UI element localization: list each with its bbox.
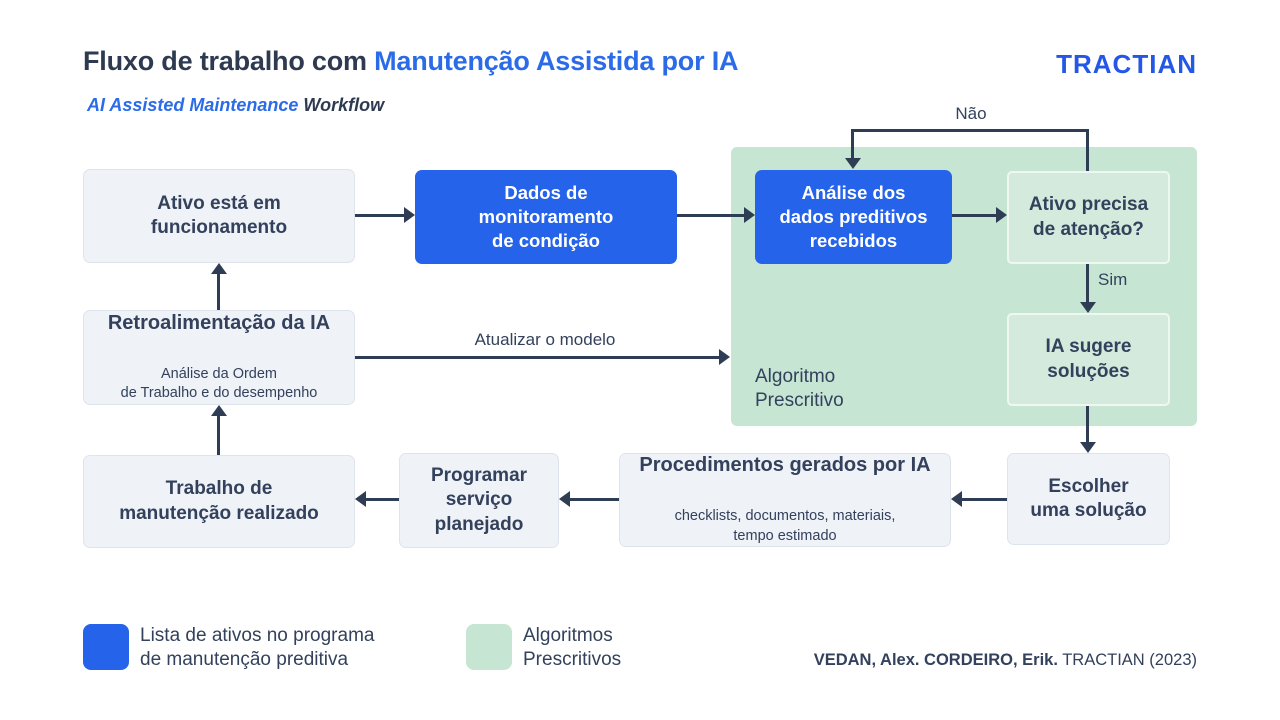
tractian-logo: TRACTIAN	[1056, 49, 1197, 79]
node-ativo-precisa-atencao: Ativo precisa de atenção?	[1007, 171, 1170, 264]
node-label: IA sugere soluções	[1045, 336, 1132, 382]
node-subtitle: checklists, documentos, materiais, tempo…	[674, 508, 896, 544]
arrow-ativo-to-dados	[355, 214, 404, 217]
region-label-algoritmo-prescritivo: Algoritmo Prescritivo	[755, 366, 844, 411]
edge-label-sim: Sim	[1098, 270, 1128, 289]
node-label: Dados de monitoramento de condição	[478, 182, 614, 251]
arrow-dados-to-analise	[677, 214, 744, 217]
edge-label-atualizar-modelo: Atualizar o modelo	[474, 330, 616, 349]
arrowhead-right-icon	[719, 349, 730, 365]
node-label: Ativo precisa de atenção?	[1028, 194, 1149, 240]
node-label: Ativo está em funcionamento	[150, 192, 288, 238]
node-subtitle: Análise da Ordem de Trabalho e do desemp…	[120, 365, 318, 402]
credit-source: TRACTIAN (2023)	[1057, 651, 1197, 669]
arrowhead-down-icon	[1080, 442, 1096, 453]
arrowhead-up-icon	[211, 405, 227, 416]
arrow-nao-top-segment	[851, 129, 1089, 132]
arrow-precisa-to-sugere	[1086, 264, 1089, 302]
credit-authors: VEDAN, Alex. CORDEIRO, Erik.	[813, 651, 1058, 669]
legend-label-algoritmos-prescritivos: Algoritmos Prescritivos	[523, 625, 622, 670]
node-escolher-solucao: Escolher uma solução	[1007, 453, 1170, 545]
node-ativo-em-funcionamento: Ativo está em funcionamento	[83, 169, 355, 263]
node-programar-servico: Programar serviço planejado	[399, 453, 559, 548]
arrow-retro-to-algoritmo	[355, 356, 719, 359]
legend-label-lista-ativos: Lista de ativos no programa de manutençã…	[140, 625, 375, 670]
node-label: Escolher uma solução	[1030, 475, 1147, 521]
arrow-sugere-to-escolher	[1086, 406, 1089, 442]
arrow-procedimentos-to-programar	[570, 498, 619, 501]
credit-text: VEDAN, Alex. CORDEIRO, Erik. TRACTIAN (2…	[700, 651, 1197, 670]
arrowhead-left-icon	[355, 491, 366, 507]
arrow-programar-to-trabalho	[366, 498, 399, 501]
node-title: Retroalimentação da IA	[107, 311, 331, 334]
arrowhead-down-icon	[1080, 302, 1096, 313]
arrow-analise-to-precisa	[952, 214, 996, 217]
arrow-nao-down-segment	[851, 129, 854, 159]
node-trabalho-manutencao: Trabalho de manutenção realizado	[83, 455, 355, 548]
arrow-retro-to-ativo	[217, 274, 220, 310]
arrowhead-right-icon	[996, 207, 1007, 223]
node-ia-sugere-solucoes: IA sugere soluções	[1007, 313, 1170, 406]
arrowhead-left-icon	[951, 491, 962, 507]
node-retroalimentacao-ia: Retroalimentação da IA Análise da Ordem …	[83, 310, 355, 405]
node-analise-dados-preditivos: Análise dos dados preditivos recebidos	[755, 170, 952, 264]
arrow-escolher-to-procedimentos	[962, 498, 1007, 501]
page-title-dark: Fluxo de trabalho com	[83, 46, 375, 76]
arrowhead-right-icon	[744, 207, 755, 223]
legend-swatch-green	[466, 624, 512, 670]
node-label: Trabalho de manutenção realizado	[119, 478, 319, 524]
node-label: Análise dos dados preditivos recebidos	[779, 182, 928, 251]
arrow-trabalho-to-retro	[217, 416, 220, 455]
page-subtitle-blue: AI Assisted Maintenance	[87, 95, 304, 115]
arrowhead-down-icon	[845, 158, 861, 169]
node-title: Procedimentos gerados por IA	[639, 454, 931, 477]
arrowhead-left-icon	[559, 491, 570, 507]
page-title-blue: Manutenção Assistida por IA	[374, 46, 739, 76]
page-subtitle-dark: Workflow	[303, 95, 385, 115]
node-dados-monitoramento: Dados de monitoramento de condição	[415, 170, 677, 264]
edge-label-nao: Não	[955, 104, 987, 123]
legend-swatch-blue	[83, 624, 129, 670]
arrowhead-up-icon	[211, 263, 227, 274]
page-subtitle: AI Assisted Maintenance Workflow	[87, 95, 384, 116]
arrowhead-right-icon	[404, 207, 415, 223]
node-label: Programar serviço planejado	[430, 465, 528, 535]
page-title: Fluxo de trabalho com Manutenção Assisti…	[83, 46, 739, 77]
arrow-nao-up-segment	[1086, 129, 1089, 171]
node-procedimentos-gerados: Procedimentos gerados por IA checklists,…	[619, 453, 951, 547]
